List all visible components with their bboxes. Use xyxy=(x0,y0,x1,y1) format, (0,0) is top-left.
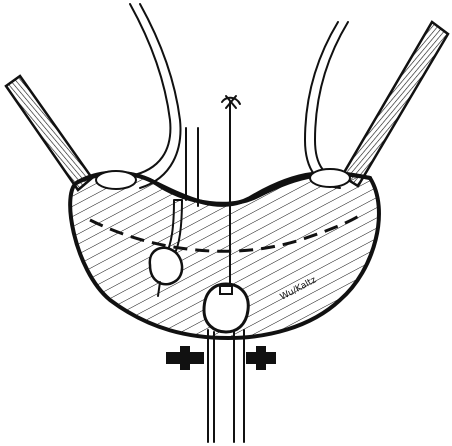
left-orifice xyxy=(96,171,136,189)
left-ureter-lines xyxy=(130,4,180,188)
right-orifice xyxy=(310,169,350,187)
right-ureter-lines xyxy=(305,22,348,188)
right-coiled-tube xyxy=(342,22,448,186)
left-coiled-tube xyxy=(6,76,92,190)
